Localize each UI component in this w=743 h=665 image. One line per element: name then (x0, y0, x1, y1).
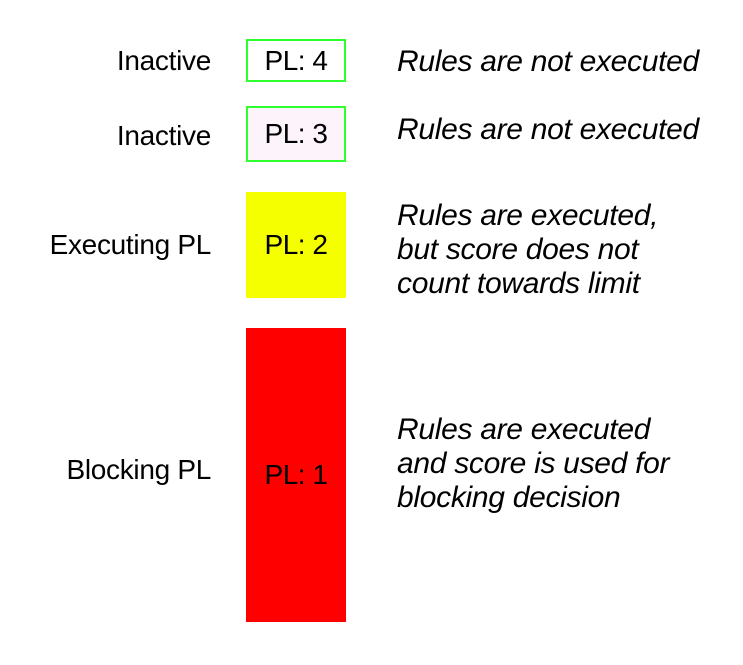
row-desc-pl4: Rules are not executed (397, 45, 699, 78)
row-label-pl4: Inactive (116, 45, 211, 76)
row-desc-pl3: Rules are not executed (397, 113, 699, 146)
pl3-box: PL: 3 (246, 106, 346, 162)
row-desc-pl1: Rules are executed and score is used for… (397, 413, 670, 514)
row-label-pl1: Blocking PL (66, 454, 211, 485)
pl1-box-text: PL: 1 (264, 459, 328, 490)
row-label-pl3: Inactive (116, 120, 211, 151)
pl1-box: PL: 1 (246, 328, 346, 622)
pl2-box: PL: 2 (246, 192, 346, 298)
pl2-box-text: PL: 2 (264, 229, 328, 260)
row-desc-pl2: Rules are executed, but score does not c… (397, 199, 659, 300)
pl4-box-text: PL: 4 (264, 44, 328, 76)
pl3-box-text: PL: 3 (264, 118, 328, 149)
pl4-box: PL: 4 (246, 39, 346, 82)
row-label-pl2: Executing PL (49, 229, 212, 260)
